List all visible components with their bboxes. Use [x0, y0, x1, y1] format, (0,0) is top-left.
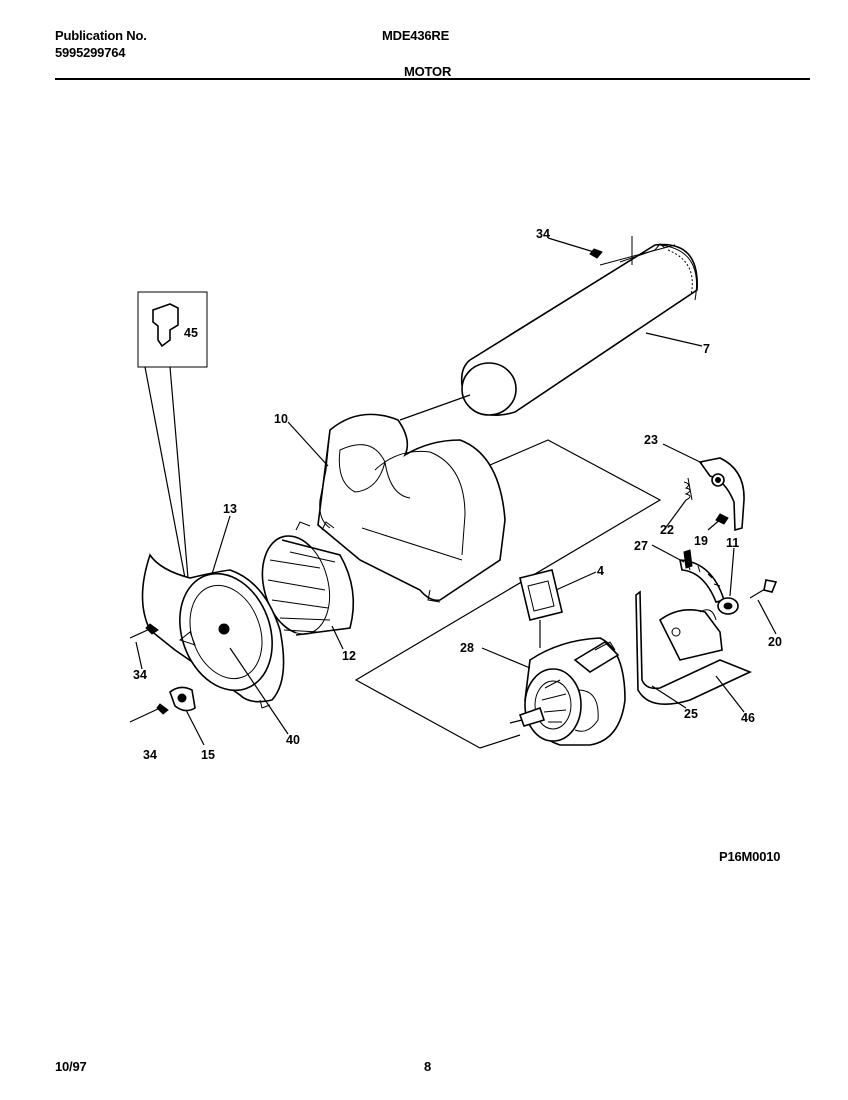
part-12-blower-wheel [261, 521, 355, 636]
callout-25: 25 [684, 707, 698, 721]
footer-date: 10/97 [55, 1059, 87, 1074]
callout-13: 13 [223, 502, 237, 516]
callout-34-left: 34 [133, 668, 147, 682]
part-27-clip [679, 549, 726, 603]
callout-4: 4 [597, 564, 604, 578]
callout-22: 22 [660, 523, 674, 537]
part-13-blower-cover [141, 553, 285, 709]
callout-46: 46 [741, 711, 755, 725]
callout-34-top: 34 [536, 227, 550, 241]
model-number: MDE436RE [382, 28, 450, 43]
section-title: MOTOR [404, 64, 452, 79]
callout-15: 15 [201, 748, 215, 762]
callout-20: 20 [768, 635, 782, 649]
publication-label: Publication No. [55, 28, 147, 43]
callout-19: 19 [694, 534, 708, 548]
callout-45: 45 [184, 326, 198, 340]
part-45-inset [137, 291, 208, 579]
callout-11: 11 [726, 536, 739, 550]
callout-12: 12 [342, 649, 356, 663]
page-number: 8 [424, 1059, 432, 1074]
publication-number: 5995299764 [55, 45, 126, 60]
callout-27: 27 [634, 539, 648, 553]
part-15-thermostat [129, 237, 603, 723]
callout-10: 10 [274, 412, 288, 426]
part-7-duct [460, 236, 698, 416]
assembly-guide-lines [354, 394, 662, 749]
callout-23: 23 [644, 433, 658, 447]
callout-34-bottom: 34 [143, 748, 157, 762]
part-25-support [635, 590, 753, 706]
leader-lines [135, 332, 777, 746]
header-rule [55, 78, 810, 80]
callout-40: 40 [286, 733, 300, 747]
callout-labels: 34 45 7 10 23 13 22 19 27 11 4 20 28 34 … [133, 227, 782, 762]
callout-7: 7 [703, 342, 710, 356]
part-23-switch [683, 457, 745, 532]
part-20-bolt [749, 579, 778, 599]
callout-28: 28 [460, 641, 474, 655]
drawing-code: P16M0010 [719, 849, 781, 864]
part-10-blower-housing [317, 413, 506, 603]
part-11-mount [717, 597, 739, 615]
part-4-bracket [519, 569, 563, 648]
part-28-motor [509, 637, 626, 746]
